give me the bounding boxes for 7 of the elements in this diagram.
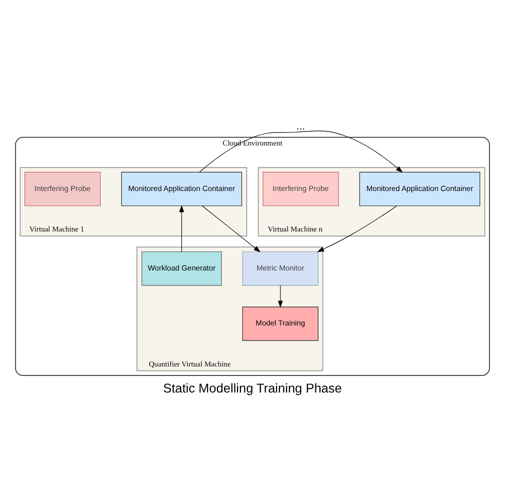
edge-label: ...: [296, 121, 306, 132]
arrow: [317, 206, 397, 252]
diagram-title: Static Modelling Training Phase: [163, 380, 342, 396]
arrow: [179, 205, 184, 252]
arrow: [278, 285, 283, 308]
arrow: [202, 206, 261, 252]
arrow: [199, 130, 403, 173]
